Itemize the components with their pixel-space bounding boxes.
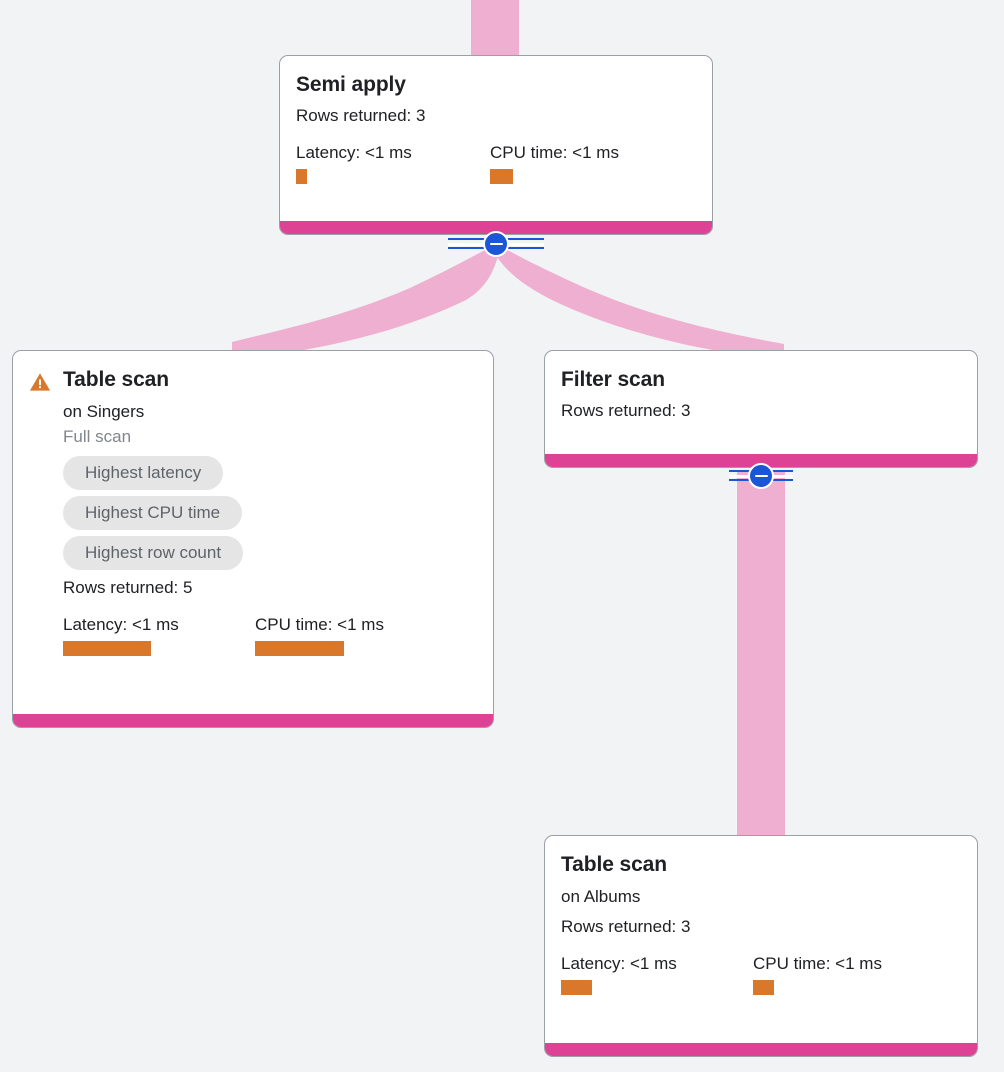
node-chips: Highest latency Highest CPU time Highest… bbox=[63, 456, 384, 570]
node-table-scan-albums-body: Table scan on Albums Rows returned: 3 La… bbox=[545, 836, 977, 1043]
metric-cpu-time-label: CPU time: <1 ms bbox=[255, 615, 384, 634]
node-semi-apply-body: Semi apply Rows returned: 3 Latency: <1 … bbox=[280, 56, 712, 221]
metric-cpu-time: CPU time: <1 ms bbox=[490, 142, 619, 184]
minus-circle-icon[interactable] bbox=[483, 231, 509, 257]
warning-triangle-icon bbox=[29, 373, 51, 391]
node-rows-returned: Rows returned: 3 bbox=[561, 917, 691, 936]
metric-latency: Latency: <1 ms bbox=[561, 953, 753, 995]
node-metrics: Latency: <1 ms CPU time: <1 ms bbox=[561, 953, 961, 995]
metric-cpu-time: CPU time: <1 ms bbox=[255, 614, 384, 656]
node-metrics: Latency: <1 ms CPU time: <1 ms bbox=[63, 614, 384, 656]
node-semi-apply-title-row: Semi apply Rows returned: 3 bbox=[296, 72, 696, 128]
node-table-scan-singers-body: Table scan on Singers Full scan Highest … bbox=[13, 351, 493, 714]
node-title: Semi apply bbox=[296, 73, 406, 96]
metric-cpu-time-bar bbox=[255, 641, 344, 656]
node-accent-bar bbox=[280, 221, 712, 234]
metric-latency-label: Latency: <1 ms bbox=[561, 954, 677, 973]
chip-highest-cpu-time[interactable]: Highest CPU time bbox=[63, 496, 243, 530]
metric-cpu-time-bar bbox=[753, 980, 774, 995]
chip-highest-row-count[interactable]: Highest row count bbox=[63, 536, 244, 570]
metric-cpu-time-bar bbox=[490, 169, 513, 184]
node-subtitle: on Albums bbox=[561, 887, 641, 906]
node-accent-bar bbox=[13, 714, 493, 727]
node-title: Table scan bbox=[63, 368, 169, 391]
metric-latency-bar bbox=[63, 641, 151, 656]
node-semi-apply[interactable]: Semi apply Rows returned: 3 Latency: <1 … bbox=[279, 55, 713, 235]
node-rows-returned: Rows returned: 5 bbox=[63, 578, 193, 597]
edge-semiapply-to-singers bbox=[232, 244, 499, 352]
node-table-scan-singers[interactable]: Table scan on Singers Full scan Highest … bbox=[12, 350, 494, 728]
metric-latency-bar bbox=[296, 169, 307, 184]
metric-latency-bar bbox=[561, 980, 592, 995]
collapse-toggle-filter-scan[interactable] bbox=[713, 463, 809, 489]
node-title: Table scan bbox=[561, 853, 667, 876]
node-rows-returned: Rows returned: 3 bbox=[296, 106, 426, 125]
collapse-toggle-semi-apply[interactable] bbox=[448, 231, 544, 257]
node-table-scan-albums[interactable]: Table scan on Albums Rows returned: 3 La… bbox=[544, 835, 978, 1057]
node-scan-type: Full scan bbox=[63, 427, 132, 446]
metric-latency: Latency: <1 ms bbox=[296, 142, 490, 184]
edge-root-stub bbox=[471, 0, 519, 56]
node-accent-bar bbox=[545, 1043, 977, 1056]
metric-cpu-time-label: CPU time: <1 ms bbox=[753, 954, 882, 973]
node-filter-scan-body: Filter scan Rows returned: 3 bbox=[545, 351, 977, 454]
node-rows-returned: Rows returned: 3 bbox=[561, 401, 691, 420]
edge-filterscan-to-albums bbox=[737, 470, 785, 845]
minus-circle-icon[interactable] bbox=[748, 463, 774, 489]
node-subtitle: on Singers bbox=[63, 402, 145, 421]
node-accent-bar bbox=[545, 454, 977, 467]
edge-semiapply-to-filterscan bbox=[494, 244, 784, 352]
node-filter-scan[interactable]: Filter scan Rows returned: 3 bbox=[544, 350, 978, 468]
node-metrics: Latency: <1 ms CPU time: <1 ms bbox=[296, 142, 696, 184]
node-title: Filter scan bbox=[561, 368, 665, 391]
metric-latency-label: Latency: <1 ms bbox=[63, 615, 179, 634]
metric-latency-label: Latency: <1 ms bbox=[296, 143, 412, 162]
node-table-scan-singers-title-row: Table scan on Singers Full scan Highest … bbox=[29, 367, 477, 656]
metric-latency: Latency: <1 ms bbox=[63, 614, 255, 656]
chip-highest-latency[interactable]: Highest latency bbox=[63, 456, 224, 490]
metric-cpu-time-label: CPU time: <1 ms bbox=[490, 143, 619, 162]
metric-cpu-time: CPU time: <1 ms bbox=[753, 953, 882, 995]
